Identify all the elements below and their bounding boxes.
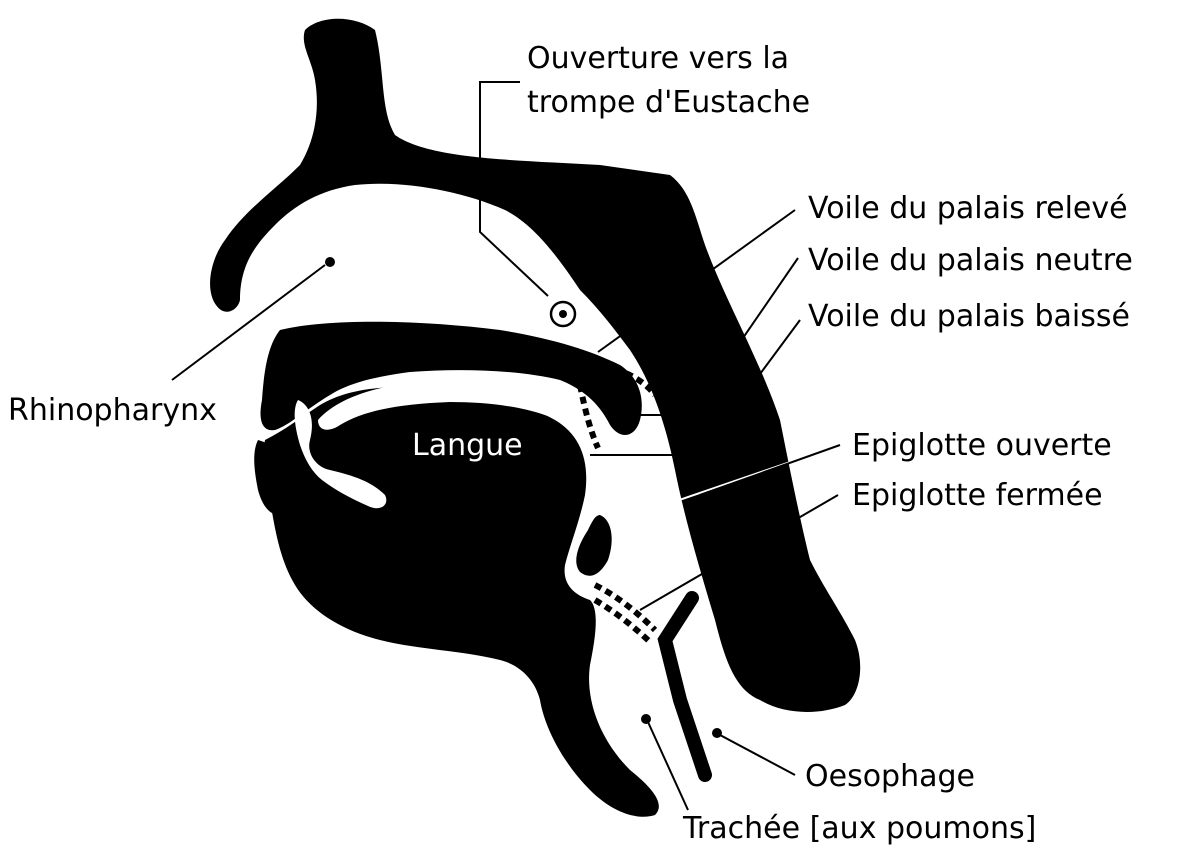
label-velum-lowered: Voile du palais baissé [808,299,1130,334]
label-velum-neutral: Voile du palais neutre [808,243,1133,278]
label-epiglottis-open: Epiglotte ouverte [852,428,1112,463]
label-eustachian-line2: trompe d'Eustache [527,85,810,120]
label-velum-raised: Voile du palais relevé [808,191,1128,226]
label-tongue: Langue [412,428,523,463]
label-eustachian-line1: Ouverture vers la [527,41,789,76]
trachea-marker [641,714,651,724]
epiglottis-closed-dash-b [595,600,650,642]
epiglottis-closed-shape [665,598,705,775]
epiglottis-open-shape [576,515,611,576]
label-esophagus: Oesophage [805,759,975,794]
eustachian-marker-inner [559,310,567,318]
label-epiglottis-closed: Epiglotte fermée [852,478,1103,513]
label-trachea: Trachée [aux poumons] [682,811,1036,846]
label-rhinopharynx: Rhinopharynx [8,393,217,428]
esophagus-marker [712,728,722,738]
esophagus-leader [720,735,795,775]
rhinopharynx-marker [325,257,335,267]
